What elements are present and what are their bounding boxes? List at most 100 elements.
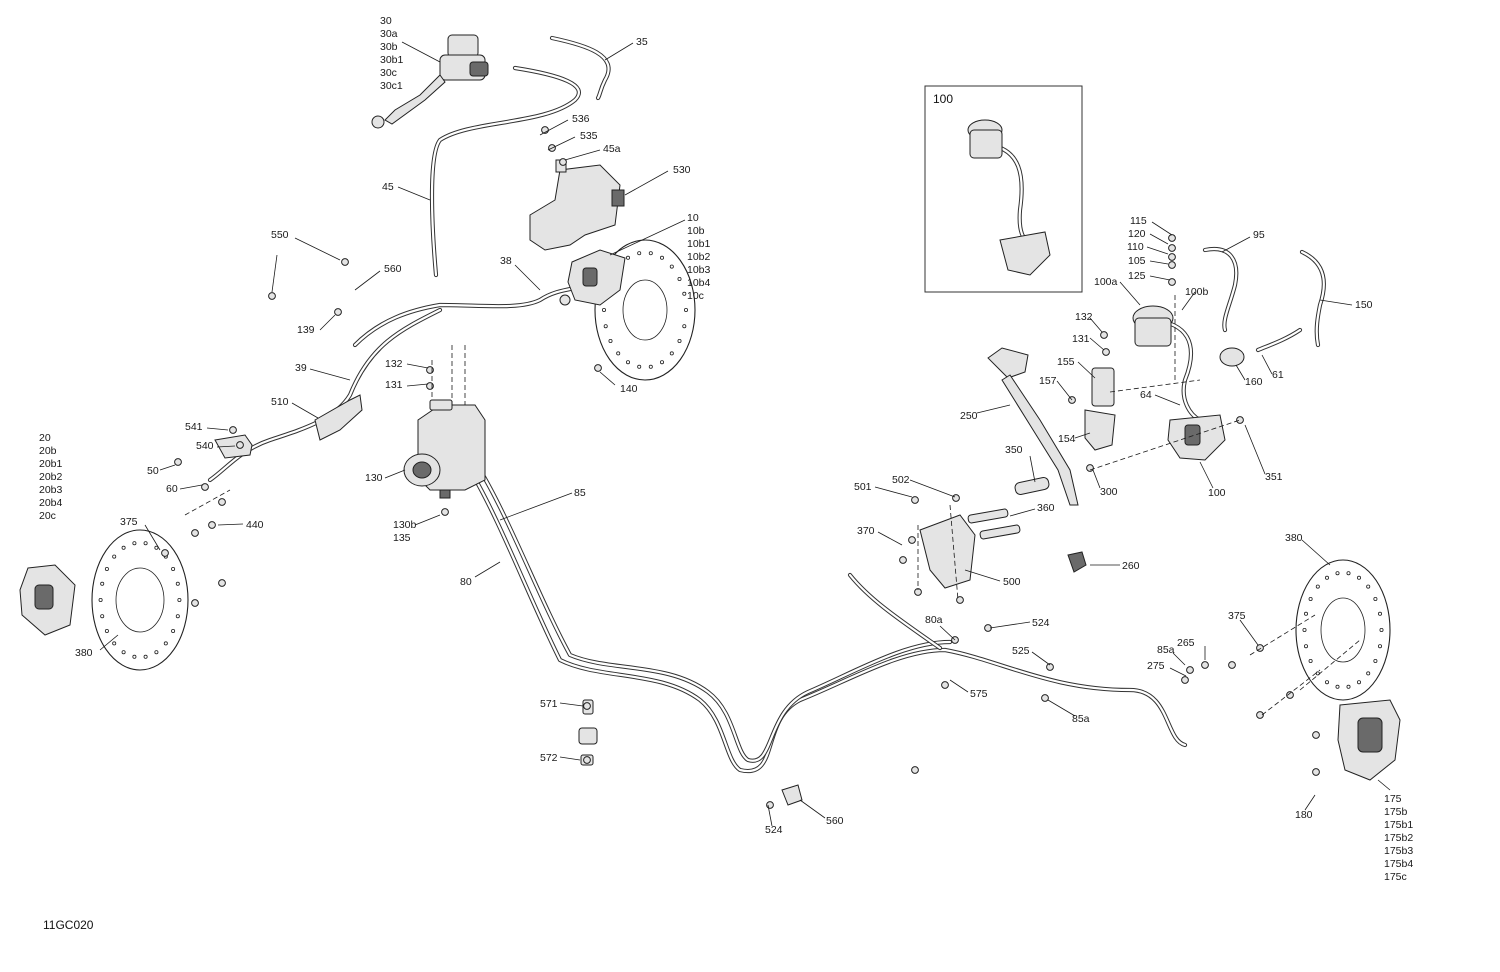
callout-line: 45a	[603, 143, 621, 155]
callout-572: 572	[540, 752, 558, 764]
callout-line: 132	[385, 358, 403, 370]
drawing-code: 11GC020	[43, 918, 94, 932]
fitting-572a	[578, 727, 598, 745]
callout-275: 275	[1147, 660, 1165, 672]
disc-hole	[1373, 659, 1378, 664]
leader-lines	[99, 41, 1391, 827]
bolt-icon	[1100, 331, 1108, 339]
bolt-icon	[161, 549, 169, 557]
callout-160: 160	[1245, 376, 1263, 388]
callout-line: 150	[1355, 299, 1373, 311]
disc-hole	[100, 614, 105, 619]
bolt-icon	[594, 364, 602, 372]
callout-80: 80	[460, 576, 472, 588]
callout-132left: 132	[385, 358, 403, 370]
callout-line: 120	[1128, 228, 1146, 240]
callout-line: 175b2	[1384, 832, 1413, 844]
callout-38: 38	[500, 255, 512, 267]
fasteners	[161, 126, 1320, 809]
callout-250: 250	[960, 410, 978, 422]
component-260	[1067, 551, 1087, 573]
callout-157: 157	[1039, 375, 1057, 387]
callout-line: 380	[75, 647, 93, 659]
disc-hole	[1304, 611, 1309, 616]
callout-line: 550	[271, 229, 289, 241]
bolt-icon	[341, 258, 349, 266]
disc-hole	[154, 545, 159, 550]
callout-525: 525	[1012, 645, 1030, 657]
callout-150: 150	[1355, 299, 1373, 311]
disc-hole	[171, 567, 176, 572]
callout-line: 375	[1228, 610, 1246, 622]
callout-line: 175b4	[1384, 858, 1413, 870]
disc-hole	[669, 264, 674, 269]
callout-line: 85	[574, 487, 586, 499]
callout-line: 175b1	[1384, 819, 1413, 831]
callout-line: 575	[970, 688, 988, 700]
callout-154: 154	[1058, 433, 1076, 445]
callout-line: 30c1	[380, 80, 403, 92]
callout-line: 131	[1072, 333, 1090, 345]
bolt-icon	[899, 556, 907, 564]
disc-hole	[603, 324, 608, 329]
callout-370: 370	[857, 525, 875, 537]
callout-line: 380	[1285, 532, 1303, 544]
disc-hole	[677, 338, 682, 343]
callout-line: 501	[854, 481, 872, 493]
callout-265: 265	[1177, 637, 1195, 649]
callout-line: 10b2	[687, 251, 711, 263]
bolt-icon	[1201, 661, 1209, 669]
bolt-icon	[766, 801, 774, 809]
brake-line-80	[467, 467, 1188, 774]
callout-500: 500	[1003, 576, 1021, 588]
callout-140: 140	[620, 383, 638, 395]
callout-45: 45	[382, 181, 394, 193]
callout-line: 535	[580, 130, 598, 142]
callout-line: 10c	[687, 290, 704, 302]
bolt-icon	[1168, 234, 1176, 242]
callout-line: 95	[1253, 229, 1265, 241]
disc-hole	[1302, 628, 1307, 633]
callout-line: 524	[1032, 617, 1050, 629]
callout-line: 20b4	[39, 497, 63, 509]
callout-line: 10b	[687, 225, 705, 237]
disc-hole	[121, 650, 126, 655]
callout-line: 20c	[39, 510, 56, 522]
bolt-icon	[1041, 694, 1049, 702]
callout-line: 131	[385, 379, 403, 391]
bracket-510	[314, 394, 363, 441]
callout-line: 80a	[925, 614, 943, 626]
bolt-icon	[1256, 711, 1264, 719]
disc-hole	[608, 338, 613, 343]
disc-hole	[1357, 575, 1362, 580]
disc-hole	[1378, 611, 1383, 616]
callout-line: 351	[1265, 471, 1283, 483]
callout-100: 100	[1208, 487, 1226, 499]
rear-caliper	[1337, 699, 1401, 781]
callout-536: 536	[572, 113, 590, 125]
callout-571: 571	[540, 698, 558, 710]
callout-line: 132	[1075, 311, 1093, 323]
bracket-500	[919, 514, 976, 589]
callout-line: 536	[572, 113, 590, 125]
bolt-icon	[1286, 691, 1294, 699]
callout-535: 535	[580, 130, 598, 142]
disc-hole	[682, 324, 687, 329]
callout-line: 38	[500, 255, 512, 267]
disc-hole	[626, 255, 631, 260]
bolt-icon	[956, 596, 964, 604]
callout-45a: 45a	[603, 143, 621, 155]
callout-131left: 131	[385, 379, 403, 391]
callout-line: 125	[1128, 270, 1146, 282]
disc-hole	[1378, 644, 1383, 649]
disc-hole	[132, 541, 137, 546]
callout-line: 370	[857, 525, 875, 537]
abs-module	[403, 399, 486, 499]
callout-61: 61	[1272, 369, 1284, 381]
bolt-icon	[1228, 661, 1236, 669]
callout-line: 530	[673, 164, 691, 176]
clip-560	[781, 784, 803, 806]
